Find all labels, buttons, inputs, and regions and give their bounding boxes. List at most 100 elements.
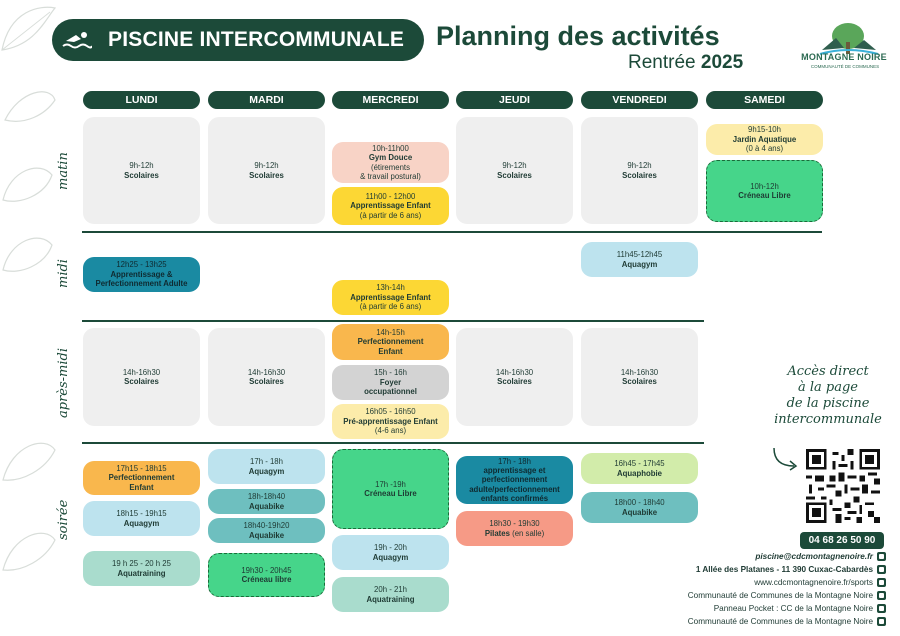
activity-name: Scolaires — [497, 377, 532, 386]
activity-block: 17h -19h Créneau Libre — [332, 449, 449, 529]
activity-time: 12h25 - 13h25 — [116, 260, 167, 270]
qr-caption-line: à la page — [797, 380, 858, 395]
facebook-text: Communauté de Communes de la Montagne No… — [687, 591, 873, 600]
contact-linkedin[interactable]: Communauté de Communes de la Montagne No… — [688, 617, 886, 626]
activity-time: 18h30 - 19h30 — [489, 519, 540, 529]
qr-code-icon[interactable] — [806, 449, 880, 523]
activity-block: 9h-12h Scolaires — [456, 117, 573, 224]
activity-time: 20h - 21h — [374, 585, 407, 595]
activity-name: Aquabike — [621, 507, 658, 517]
activity-name: Aquagym — [372, 552, 409, 562]
activity-block: 9h15-10h Jardin Aquatique (0 à 4 ans) — [706, 124, 823, 155]
activity-time: 14h-15h — [376, 327, 405, 337]
activity-block: 19h30 - 20h45 Créneau libre — [208, 553, 325, 597]
mail-icon — [877, 552, 886, 561]
activity-time: 16h45 - 17h45 — [614, 459, 665, 469]
qr-caption-line: de la piscine — [786, 396, 870, 411]
activity-name: perfectionnement — [481, 475, 548, 485]
period-label-matin: matin — [56, 152, 71, 190]
activity-detail: (4-6 ans) — [374, 426, 407, 436]
day-header-lundi: LUNDI — [83, 91, 200, 109]
leaf-decoration-icon — [2, 442, 56, 571]
activity-block: 18h40-19h20 Aquabike — [208, 518, 325, 543]
activity-block: 14h-16h30 Scolaires — [208, 328, 325, 426]
linkedin-icon — [877, 617, 886, 626]
qr-caption-line: intercommunale — [774, 412, 882, 427]
activity-time: 17h - 18h — [498, 456, 531, 466]
activity-name: Aquagym — [621, 259, 658, 269]
globe-icon — [877, 578, 886, 587]
activity-name: Scolaires — [622, 170, 657, 180]
activity-time: 10h-11h00 — [372, 143, 409, 153]
activity-detail: (à partir de 6 ans) — [359, 210, 422, 220]
activity-time: 15h - 16h — [374, 368, 407, 378]
activity-name: Apprentissage Enfant — [350, 201, 431, 211]
activity-time: 9h-12h — [627, 161, 652, 171]
location-icon — [877, 565, 886, 574]
leaf-decoration-icon — [1, 6, 57, 51]
activity-block: 16h45 - 17h45 Aquaphobie — [581, 453, 698, 484]
contact-email[interactable]: piscine@cdcmontagnenoire.fr — [755, 552, 886, 561]
activity-block: 18h00 - 18h40 Aquabike — [581, 492, 698, 523]
qr-caption-line: Accès direct — [787, 364, 869, 379]
activity-name: Scolaires — [249, 377, 284, 386]
pool-title: PISCINE INTERCOMMUNALE — [108, 28, 405, 51]
activity-block: 10h-12h Créneau Libre — [706, 160, 823, 222]
activity-time: 16h05 - 16h50 — [365, 407, 416, 417]
activity-block: 18h-18h40 Aquabike — [208, 489, 325, 514]
activity-name: Créneau Libre — [738, 191, 791, 200]
contact-website[interactable]: www.cdcmontagnenoire.fr/sports — [754, 578, 886, 587]
activity-block: 13h-14h Apprentissage Enfant (à partir d… — [332, 280, 449, 315]
period-divider — [82, 442, 704, 444]
period-label-soiree: soirée — [56, 499, 71, 540]
activity-time: 11h45-12h45 — [616, 250, 663, 260]
phone-app-icon — [877, 604, 886, 613]
planning-title: Planning des activités — [436, 21, 720, 51]
activity-time: 18h00 - 18h40 — [614, 498, 665, 508]
activity-time: 18h-18h40 — [247, 492, 286, 502]
activity-block: 14h-16h30 Scolaires — [83, 328, 200, 426]
activity-name: Scolaires — [622, 377, 657, 386]
activity-time: 19h - 20h — [374, 543, 407, 553]
activity-block: 11h45-12h45 Aquagym — [581, 242, 698, 277]
contact-panneau-pocket[interactable]: Panneau Pocket : CC de la Montagne Noire — [714, 604, 886, 613]
activity-detail: (étirements — [371, 162, 410, 172]
activity-time: 9h15-10h — [748, 125, 781, 135]
activity-name: Scolaires — [249, 170, 284, 180]
activity-time: 14h-16h30 — [495, 367, 534, 377]
activity-name: Pré-apprentissage Enfant — [343, 416, 438, 426]
activity-name: Perfectionnement — [357, 337, 424, 347]
activity-name: Jardin Aquatique — [732, 134, 797, 144]
activity-name: apprentissage et — [483, 465, 546, 475]
activity-name: Enfant — [129, 482, 154, 492]
activity-name: Créneau libre — [241, 575, 292, 584]
activity-time: 11h00 - 12h00 — [365, 191, 416, 201]
phone-number[interactable]: 04 68 26 50 90 — [800, 532, 884, 549]
activity-time: 18h40-19h20 — [243, 521, 290, 531]
activity-block: 12h25 - 13h25 Apprentissage & Perfection… — [83, 257, 200, 292]
activity-block: 17h - 18h apprentissage et perfectionnem… — [456, 456, 573, 504]
activity-name: Apprentissage Enfant — [350, 292, 431, 302]
activity-time: 9h-12h — [254, 161, 279, 171]
contact-facebook[interactable]: Communauté de Communes de la Montagne No… — [688, 591, 886, 600]
activity-name-line: Pilates (en salle) — [485, 529, 544, 538]
activity-time: 19h30 - 20h45 — [241, 565, 292, 575]
activity-block: 19h - 20h Aquagym — [332, 535, 449, 570]
activity-time: 14h-16h30 — [122, 367, 161, 377]
activity-name: Aquaphobie — [616, 468, 663, 478]
rentree-year: 2025 — [700, 52, 744, 73]
contact-address: 1 Allée des Platanes - 11 390 Cuxac-Caba… — [696, 565, 886, 574]
activity-name: enfants confirmés — [480, 494, 549, 504]
activity-block: 16h05 - 16h50 Pré-apprentissage Enfant (… — [332, 404, 449, 439]
activity-time: 13h-14h — [376, 283, 405, 293]
pool-title-banner: PISCINE INTERCOMMUNALE — [52, 19, 424, 61]
website-text: www.cdcmontagnenoire.fr/sports — [754, 578, 873, 587]
activity-name: Scolaires — [124, 170, 159, 180]
day-header-samedi: SAMEDI — [706, 91, 823, 109]
panneau-text: Panneau Pocket : CC de la Montagne Noire — [713, 604, 873, 613]
activity-time: 17h - 18h — [250, 457, 283, 467]
activity-block: 19 h 25 - 20 h 25 Aquatraining — [83, 551, 200, 586]
linkedin-text: Communauté de Communes de la Montagne No… — [687, 617, 873, 626]
logo-name: MONTAGNE NOIRE — [801, 52, 887, 62]
activity-detail: (en salle) — [509, 528, 545, 538]
